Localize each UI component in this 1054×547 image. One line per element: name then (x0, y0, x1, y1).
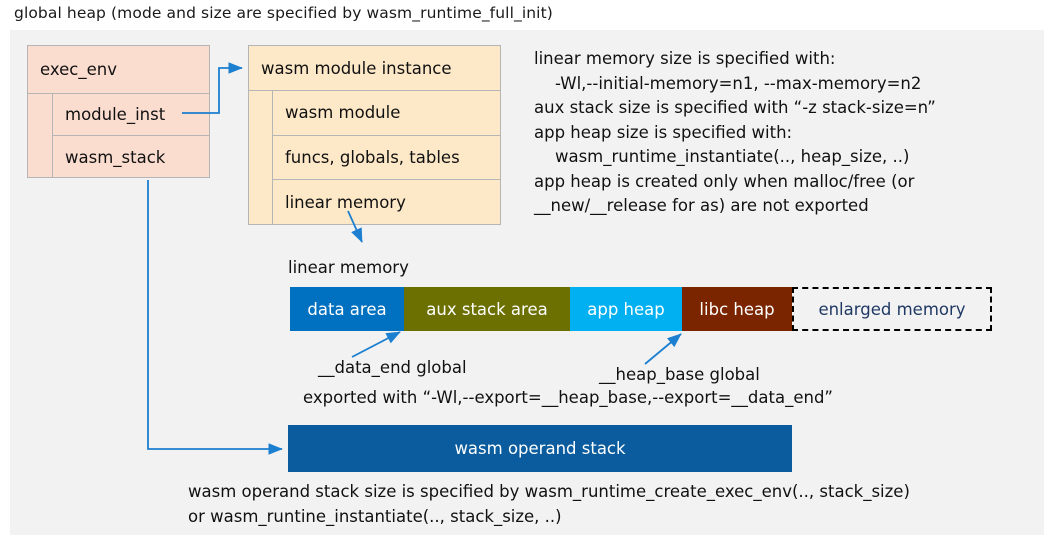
operand-stack-notes: wasm operand stack size is specified by … (188, 482, 910, 526)
memory-segment-label: data area (307, 299, 387, 319)
exec-env-gutter (28, 94, 53, 178)
wasm-module-instance-row-wasm-module: wasm module (273, 91, 500, 136)
memory-segment-app-heap: app heap (570, 287, 682, 331)
linear-memory-notes: linear memory size is specified with: -W… (534, 49, 936, 215)
wasm-module-instance-row-funcs-globals-tables: funcs, globals, tables (273, 136, 500, 181)
memory-segment-enlarged-memory: enlarged memory (792, 287, 992, 331)
exported-with-note: exported with “-Wl,--export=__heap_base,… (303, 388, 833, 407)
memory-segment-libc-heap: libc heap (682, 287, 792, 331)
page-title: global heap (mode and size are specified… (14, 4, 553, 22)
heap-base-global-label: __heap_base global (599, 365, 760, 384)
wasm-module-instance-header: wasm module instance (249, 46, 500, 91)
exec-env-row-wasm-stack: wasm_stack (65, 147, 166, 167)
exec-env-header: exec_env (28, 46, 209, 94)
wasm-operand-stack-label: wasm operand stack (454, 439, 626, 458)
wasm-operand-stack-box: wasm operand stack (288, 425, 792, 472)
wasm-module-instance-rows: wasm module funcs, globals, tables linea… (273, 91, 500, 225)
memory-segment-label: aux stack area (426, 299, 548, 319)
linear-memory-bar: data area aux stack area app heap libc heap… (290, 287, 992, 331)
memory-segment-aux-stack-area: aux stack area (404, 287, 570, 331)
wasm-module-instance-body: wasm module funcs, globals, tables linea… (249, 91, 500, 225)
exec-env-row-module-inst: module_inst (53, 94, 209, 136)
exec-env-box: exec_env module_inst wasm_stack (27, 45, 210, 178)
wasm-module-instance-gutter (249, 91, 273, 225)
wasm-module-instance-row-linear-memory: linear memory (285, 192, 406, 212)
memory-segment-label: libc heap (699, 299, 775, 319)
data-end-global-label: __data_end global (318, 358, 467, 377)
exec-env-rows: module_inst wasm_stack (53, 94, 209, 178)
memory-segment-label: app heap (587, 299, 665, 319)
linear-memory-label: linear memory (288, 258, 409, 277)
memory-segment-data-area: data area (290, 287, 404, 331)
wasm-module-instance-box: wasm module instance wasm module funcs, … (248, 45, 501, 225)
memory-segment-label: enlarged memory (818, 299, 966, 319)
exec-env-body: module_inst wasm_stack (28, 94, 209, 178)
